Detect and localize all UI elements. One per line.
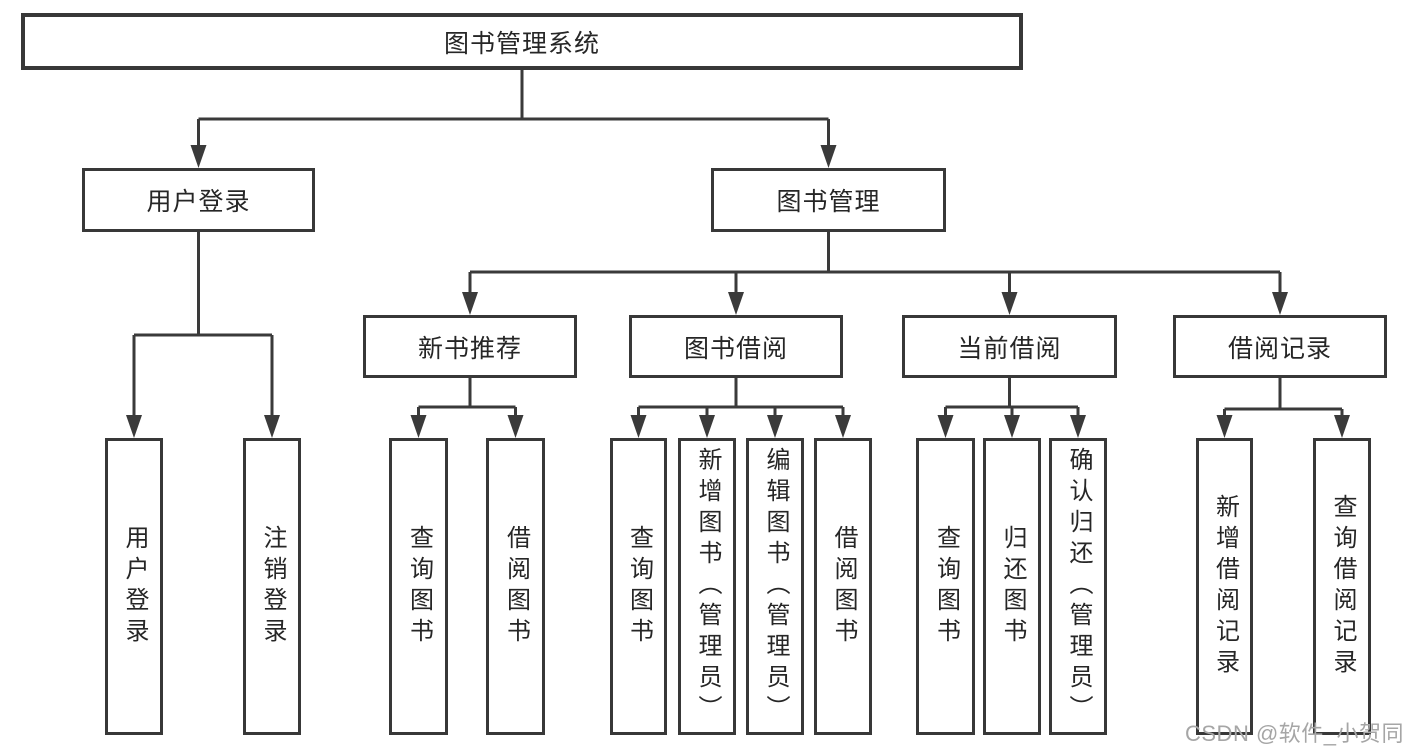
- leaf-query-borrow-record: 查询借阅记录: [1313, 438, 1371, 735]
- node-borrowing-records: 借阅记录: [1173, 315, 1387, 378]
- leaf-return-book: 归还图书: [983, 438, 1041, 735]
- leaf-add-book-admin: 新增图书（管理员）: [678, 438, 736, 735]
- connector-strokes: [132, 70, 1344, 417]
- leaf-query-books-borrowing: 查询图书: [610, 438, 667, 735]
- leaf-confirm-return-admin: 确认归还（管理员）: [1049, 438, 1107, 735]
- node-new-book-recommend: 新书推荐: [363, 315, 577, 378]
- leaf-user-login: 用户登录: [105, 438, 163, 735]
- leaf-query-books-current: 查询图书: [916, 438, 975, 735]
- csdn-watermark: CSDN @软件_小贺同学: [1185, 721, 1405, 746]
- node-user-login: 用户登录: [82, 168, 315, 232]
- node-library-system: 图书管理系统: [21, 13, 1023, 70]
- leaf-add-borrow-record: 新增借阅记录: [1196, 438, 1253, 735]
- node-current-borrowing: 当前借阅: [902, 315, 1117, 378]
- node-book-management: 图书管理: [711, 168, 946, 232]
- leaf-edit-book-admin: 编辑图书（管理员）: [746, 438, 804, 735]
- leaf-borrow-books-recommend: 借阅图书: [486, 438, 545, 735]
- leaf-query-books-recommend: 查询图书: [389, 438, 448, 735]
- leaf-logout: 注销登录: [243, 438, 301, 735]
- leaf-borrow-books: 借阅图书: [814, 438, 872, 735]
- node-book-borrowing: 图书借阅: [629, 315, 843, 378]
